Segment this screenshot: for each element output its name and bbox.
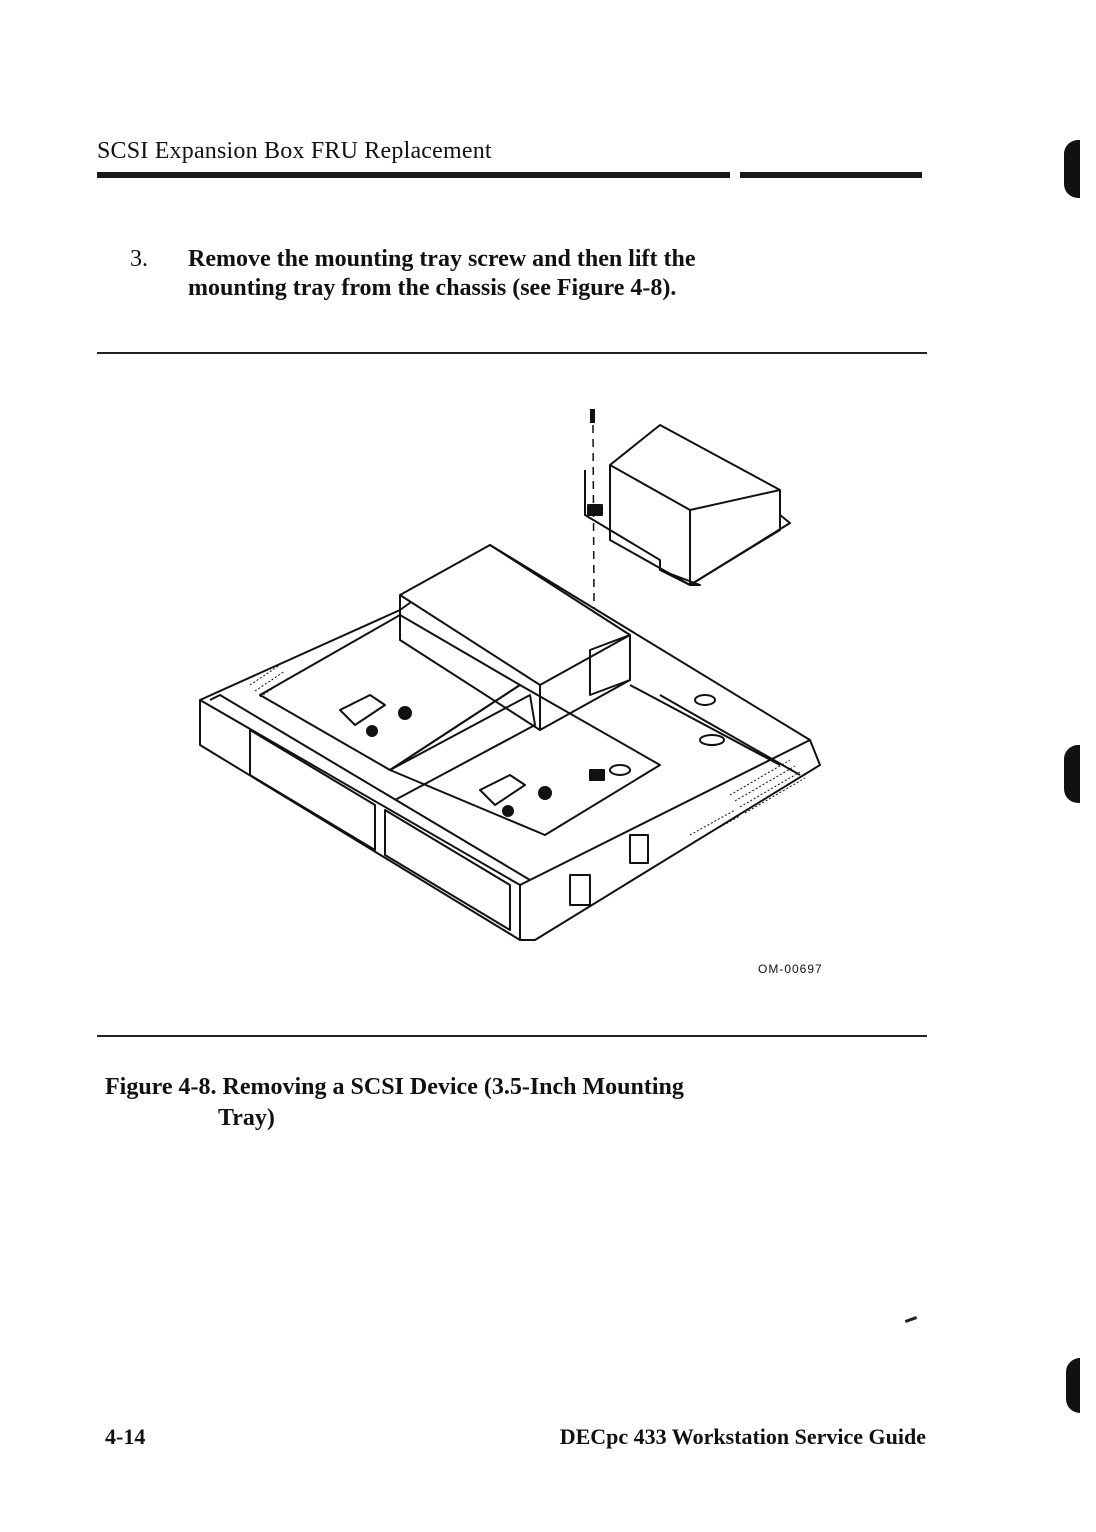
- caption-line: Tray): [105, 1103, 785, 1134]
- thumb-tab-middle: [1064, 745, 1080, 803]
- art-code: OM-00697: [758, 962, 823, 976]
- mounting-tray-icon: [585, 425, 790, 585]
- chassis-base-icon: [200, 545, 820, 940]
- running-head: SCSI Expansion Box FRU Replacement: [97, 138, 492, 165]
- step-text: Remove the mounting tray screw and then …: [188, 245, 748, 303]
- book-title: DECpc 433 Workstation Service Guide: [560, 1424, 926, 1450]
- chassis-illustration: [190, 395, 830, 955]
- screw-icon: [590, 409, 595, 423]
- thumb-tab-bottom: [1066, 1358, 1080, 1413]
- page-number: 4-14: [105, 1424, 145, 1450]
- figure-top-rule: [97, 352, 927, 354]
- caption-line: Figure 4-8. Removing a SCSI Device (3.5-…: [105, 1072, 785, 1103]
- figure-caption: Figure 4-8. Removing a SCSI Device (3.5-…: [105, 1072, 785, 1134]
- step-text-line: Remove the mounting tray screw and then …: [188, 245, 748, 274]
- figure-bottom-rule: [97, 1035, 927, 1037]
- step-number: 3.: [130, 245, 148, 274]
- step-text-line: mounting tray from the chassis (see Figu…: [188, 274, 748, 303]
- header-rule: [97, 172, 922, 178]
- thumb-tab-top: [1064, 140, 1080, 198]
